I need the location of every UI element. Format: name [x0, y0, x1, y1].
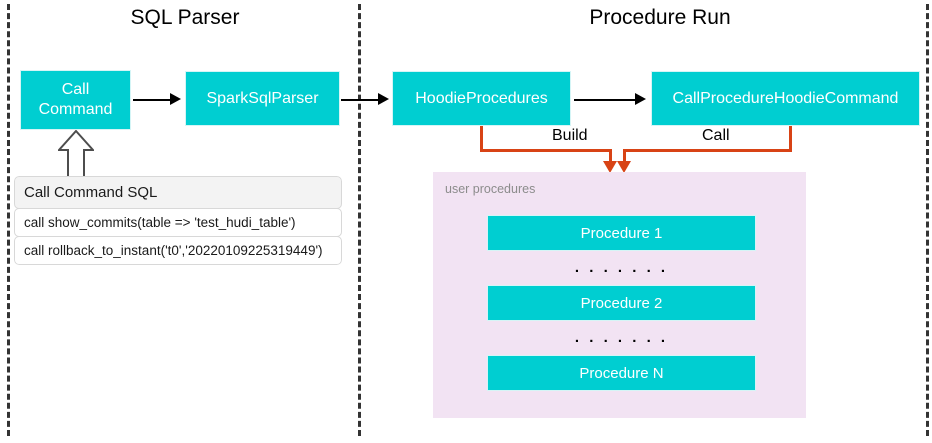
- node-call-command-line1: Call: [61, 81, 90, 99]
- arrowhead-spark-to-hoodie: [378, 93, 389, 105]
- build-arrowhead-icon: [603, 161, 617, 173]
- sql-table-header: Call Command SQL: [14, 176, 342, 209]
- edge-label-call: Call: [696, 127, 736, 145]
- separator-middle: [358, 4, 361, 436]
- arrowhead-call-command-to-spark: [170, 93, 181, 105]
- upward-arrow-icon: [58, 130, 94, 178]
- edge-label-build: Build: [546, 127, 594, 145]
- node-call-procedure-hoodie-command[interactable]: CallProcedureHoodieCommand: [651, 71, 920, 126]
- call-edge-horizontal: [623, 149, 792, 152]
- section-title-procedure-run: Procedure Run: [589, 6, 731, 29]
- section-title-sql-parser: SQL Parser: [130, 6, 240, 29]
- sql-table-row: call show_commits(table => 'test_hudi_ta…: [14, 208, 342, 237]
- node-call-command-line2: Command: [38, 101, 113, 118]
- edge-call-command-to-spark: [133, 99, 171, 101]
- call-arrowhead-icon: [617, 161, 631, 173]
- user-procedures-label: user procedures: [445, 182, 536, 196]
- node-hoodie-procedures[interactable]: HoodieProcedures: [392, 71, 571, 126]
- separator-right: [926, 4, 929, 436]
- procedure-item-n[interactable]: Procedure N: [487, 355, 756, 391]
- sql-table-row: call rollback_to_instant('t0','202201092…: [14, 236, 342, 265]
- edge-spark-to-hoodie: [341, 99, 379, 101]
- node-call-command[interactable]: Call Command: [20, 70, 131, 130]
- procedure-item-1[interactable]: Procedure 1: [487, 215, 756, 251]
- call-edge-vertical-arrow: [623, 149, 626, 163]
- build-edge-vertical-arrow: [609, 149, 612, 163]
- call-edge-vertical-right: [789, 126, 792, 152]
- separator-left: [7, 4, 10, 436]
- arrowhead-hoodie-to-cphc: [635, 93, 646, 105]
- edge-hoodie-to-cphc: [574, 99, 636, 101]
- build-edge-horizontal: [480, 149, 612, 152]
- build-edge-vertical-left: [480, 126, 483, 152]
- procedure-item-2[interactable]: Procedure 2: [487, 285, 756, 321]
- call-command-sql-table: Call Command SQL call show_commits(table…: [14, 176, 342, 265]
- user-procedures-panel: user procedures Procedure 1 . . . . . . …: [433, 172, 806, 418]
- node-spark-sql-parser[interactable]: SparkSqlParser: [185, 71, 340, 126]
- procedures-ellipsis: . . . . . . .: [574, 329, 669, 346]
- procedures-ellipsis: . . . . . . .: [574, 259, 669, 276]
